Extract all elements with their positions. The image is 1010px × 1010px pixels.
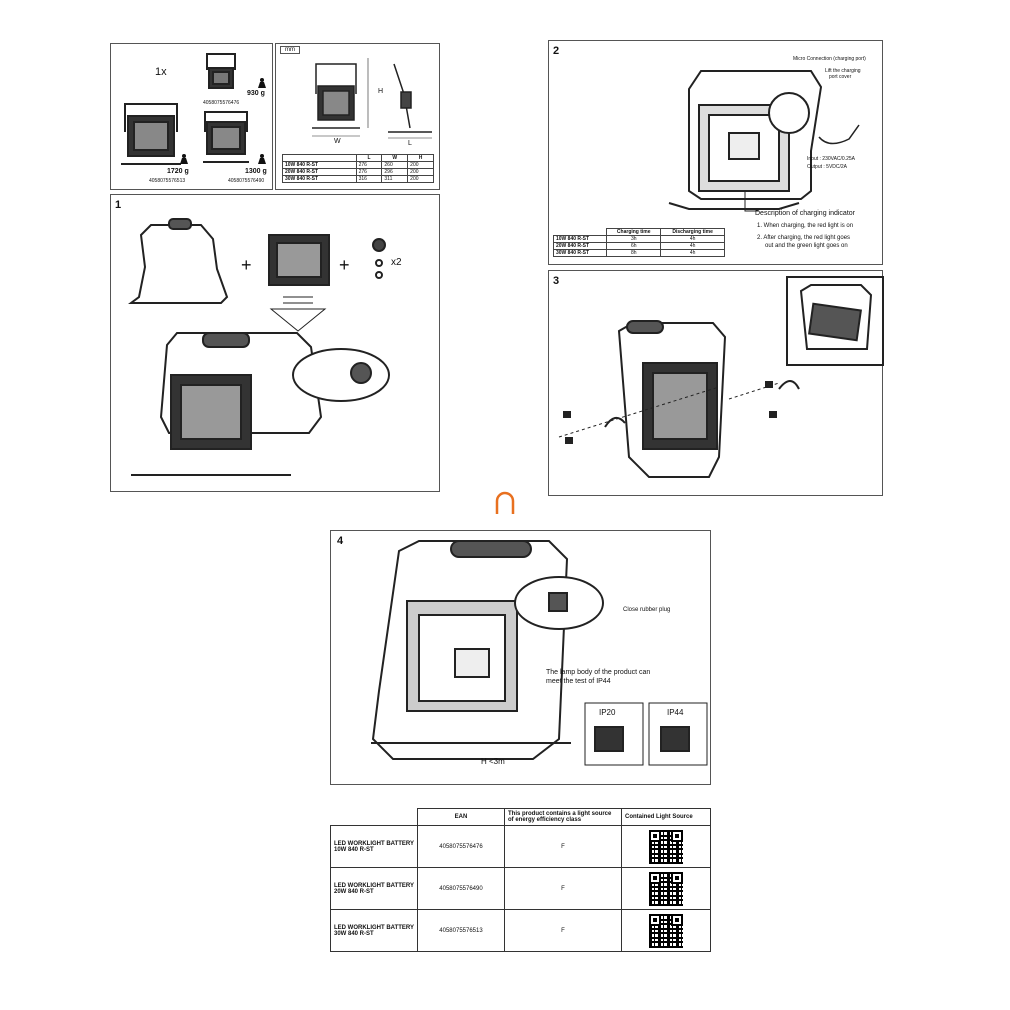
charging-note-2b: out and the green light goes on: [765, 243, 848, 249]
dim-h-label: H: [378, 88, 384, 95]
table-row: LED WORKLIGHT BATTERY 10W 840 R-ST 40580…: [330, 825, 711, 868]
step2-charging-illustration: [668, 70, 860, 212]
micro-connection-label: Micro Connection (charging port): [793, 56, 866, 62]
height-label: H <3m: [481, 757, 505, 766]
step3-number: 3: [553, 275, 560, 287]
weight-10w: 930 g: [247, 90, 265, 97]
step2-number: 2: [553, 45, 560, 57]
step4-panel: 4 Close rubber plug The lamp body of the…: [330, 530, 711, 785]
charging-note-1: 1. When charging, the red light is on: [757, 223, 854, 229]
lift-cover-label-1: Lift the charging: [825, 68, 861, 74]
ean-table: EAN This product contains a light source…: [330, 808, 711, 952]
dim-l-label: L: [408, 140, 412, 147]
qr-code-icon[interactable]: [649, 829, 683, 864]
step3-panel: 3: [548, 270, 884, 496]
charging-note-2a: 2. After charging, the red light goes: [757, 235, 851, 241]
charging-indicator-title: Description of charging indicator: [755, 210, 855, 217]
weight-30w: 1720 g: [167, 168, 189, 175]
step1-number: 1: [115, 199, 122, 211]
dimension-drawing: [312, 58, 432, 139]
step4-ip-illustration: [371, 540, 708, 766]
plus-sign: +: [339, 255, 350, 275]
weight-20w: 1300 g: [245, 168, 267, 175]
ip20-label: IP20: [599, 708, 616, 717]
input-spec: Input : 230VAC/0.25A: [807, 156, 855, 162]
screw-qty: x2: [391, 257, 402, 268]
plus-sign: +: [241, 255, 252, 275]
table-row: LED WORKLIGHT BATTERY 20W 840 R-ST 40580…: [330, 867, 711, 910]
unit-label: mm: [280, 46, 300, 54]
ip44-note-2: meet the test of IP44: [546, 678, 611, 685]
weights-panel: 1x 930 g 4058075576476 1720 g 4058075576…: [110, 43, 273, 190]
quantity-label: 1x: [155, 66, 167, 78]
ip44-label: IP44: [667, 708, 684, 717]
step4-number: 4: [337, 535, 344, 547]
orange-arch-icon: [495, 491, 515, 514]
output-spec: Output : 5VDC/2A: [807, 164, 848, 170]
lift-cover-label-2: port cover: [829, 74, 852, 80]
step1-panel: 1 + + x2: [110, 194, 440, 492]
ean-10w: 4058075576476: [203, 100, 240, 106]
step1-assembly-illustration: + +: [128, 218, 390, 476]
close-plug-label: Close rubber plug: [623, 607, 671, 613]
step2-panel: 2 Micro Connection (charging port) Lift …: [548, 40, 883, 265]
qr-code-icon[interactable]: [649, 871, 683, 906]
ip44-note-1: The lamp body of the product can: [546, 669, 651, 676]
ean-20w: 4058075576490: [228, 178, 265, 184]
qr-code-icon[interactable]: [649, 913, 683, 948]
dim-w-label: W: [334, 138, 341, 145]
ean-30w: 4058075576513: [149, 178, 186, 184]
table-row: LED WORKLIGHT BATTERY 30W 840 R-ST 40580…: [330, 909, 711, 952]
step3-tilt-illustration: [558, 276, 884, 478]
worklight-weights-illustration: [121, 53, 266, 165]
